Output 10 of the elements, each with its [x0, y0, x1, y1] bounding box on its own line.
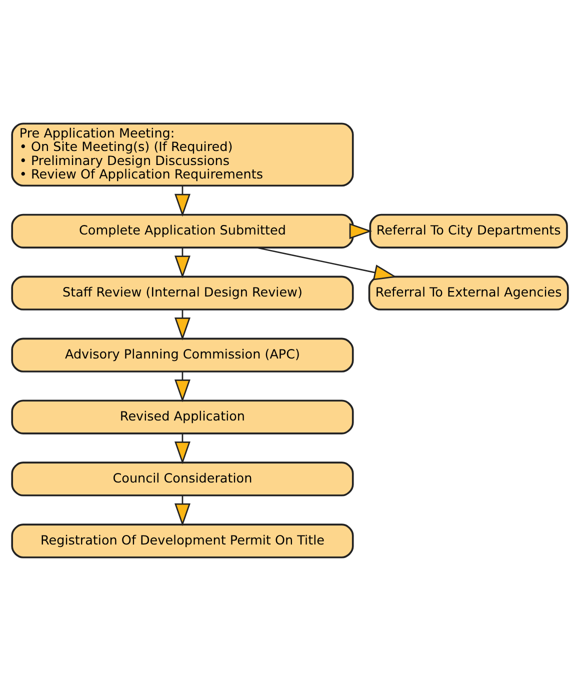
- node-box: Referral To External Agencies: [368, 276, 569, 310]
- node-box: Staff Review (Internal Design Review): [11, 276, 354, 310]
- arrow: [256, 246, 397, 280]
- node-box: Pre Application Meeting: • On Site Meeting(s) (If Required) • Preliminary Design Discussions • Review Of Application Requirements: [11, 122, 354, 187]
- node-box: Council Consideration: [11, 462, 354, 496]
- node-box: Referral To City Departments: [369, 214, 568, 248]
- node-box: Revised Application: [11, 400, 354, 434]
- arrow: [349, 223, 372, 240]
- node-box: Registration Of Development Permit On Title: [11, 524, 354, 558]
- node-box: Advisory Planning Commission (APC): [11, 338, 354, 372]
